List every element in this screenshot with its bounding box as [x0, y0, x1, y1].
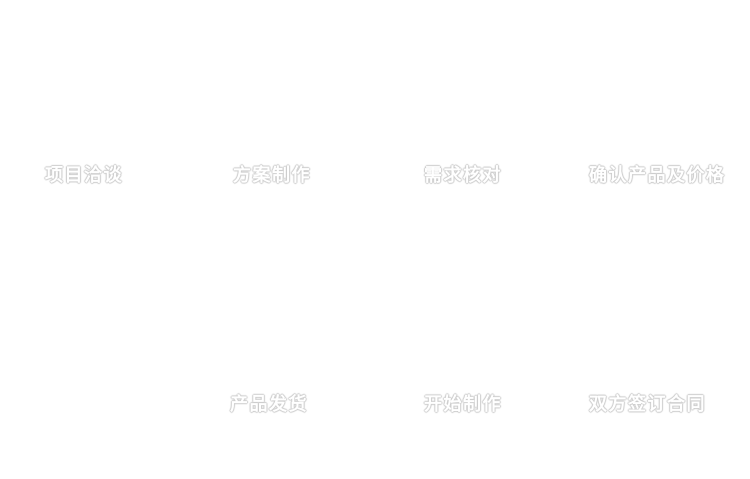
step-label-start-production: 开始制作 — [424, 394, 502, 415]
step-label-proposal-creation: 方案制作 — [233, 165, 311, 186]
step-label-sign-contract: 双方签订合同 — [589, 394, 706, 415]
step-label-confirm-product-price: 确认产品及价格 — [589, 165, 726, 186]
step-label-product-shipping: 产品发货 — [230, 394, 308, 415]
step-label-requirement-check: 需求核对 — [424, 165, 502, 186]
step-label-project-discussion: 项目洽谈 — [45, 165, 123, 186]
